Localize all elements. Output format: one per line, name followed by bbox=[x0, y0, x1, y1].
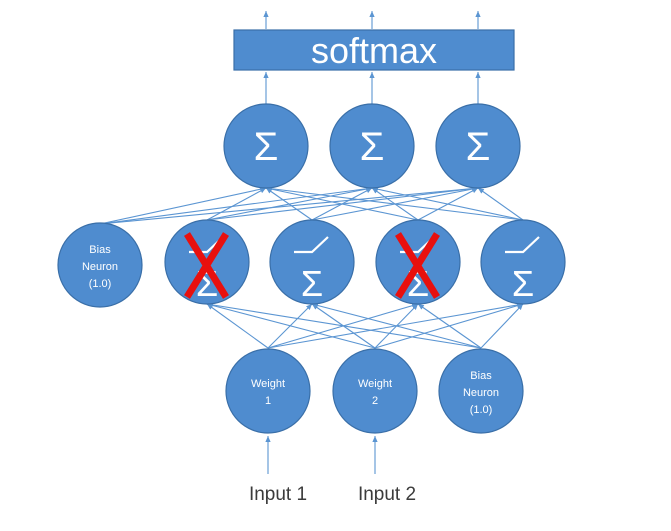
sigma-symbol: Σ bbox=[254, 125, 279, 169]
dropout-x-icon bbox=[395, 232, 440, 299]
hidden-neuron: Σ bbox=[480, 219, 566, 305]
hidden-bias-neuron: Bias Neuron (1.0) bbox=[57, 222, 143, 308]
edges-input-to-hidden bbox=[206, 302, 524, 349]
bias-label-line: Neuron bbox=[82, 261, 118, 273]
sigma-symbol: Σ bbox=[360, 125, 385, 169]
softmax-box: softmax bbox=[233, 29, 515, 71]
edges-inputs-to-weights bbox=[265, 436, 378, 474]
sigma-symbol: Σ bbox=[466, 125, 491, 169]
edges-output-to-softmax bbox=[263, 10, 481, 104]
sigma-symbol: Σ bbox=[301, 263, 323, 304]
relu-icon bbox=[505, 236, 540, 254]
softmax-label: softmax bbox=[311, 30, 437, 71]
sigma-symbol: Σ bbox=[512, 263, 534, 304]
bias-label-line: Bias bbox=[89, 244, 111, 256]
weight-label-line: Weight bbox=[251, 378, 285, 390]
bias-label-line: (1.0) bbox=[89, 278, 112, 290]
input-bias-neuron: Bias Neuron (1.0) bbox=[438, 348, 524, 434]
hidden-neuron: Σ bbox=[164, 219, 250, 305]
bias-label-line: Bias bbox=[470, 370, 492, 382]
hidden-neuron: Σ bbox=[269, 219, 355, 305]
bias-label-line: Neuron bbox=[463, 387, 499, 399]
relu-icon bbox=[294, 236, 329, 254]
output-neuron: Σ bbox=[223, 103, 309, 189]
weight-label-line: 1 bbox=[265, 395, 271, 407]
dropout-x-icon bbox=[184, 232, 229, 299]
hidden-neuron: Σ bbox=[375, 219, 461, 305]
output-neuron: Σ bbox=[435, 103, 521, 189]
input-label: Input 2 bbox=[358, 484, 416, 505]
weight-neuron: Weight 1 bbox=[225, 348, 311, 434]
weight-label-line: Weight bbox=[358, 378, 392, 390]
bias-label-line: (1.0) bbox=[470, 404, 493, 416]
edges-hidden-to-output bbox=[99, 185, 524, 225]
weight-neuron: Weight 2 bbox=[332, 348, 418, 434]
output-neuron: Σ bbox=[329, 103, 415, 189]
weight-label-line: 2 bbox=[372, 395, 378, 407]
input-label: Input 1 bbox=[249, 484, 307, 505]
